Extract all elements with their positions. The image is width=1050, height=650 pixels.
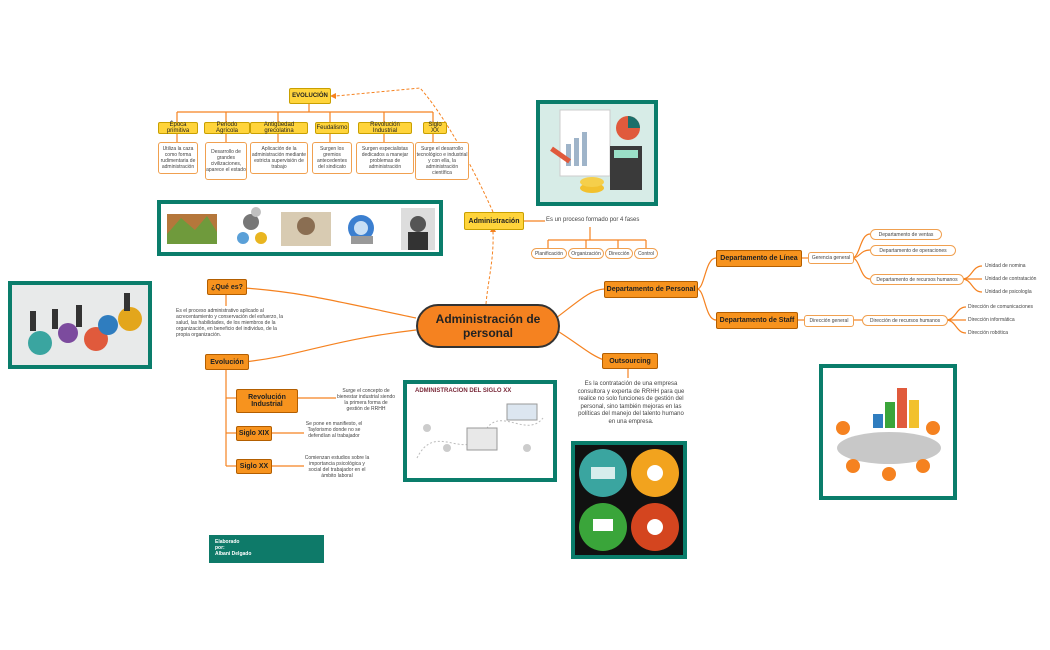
phase-label: Organización <box>571 250 601 257</box>
departamento-linea-label: Departamento de Línea <box>720 255 798 262</box>
linea-item[interactable]: Departamento de ventas <box>870 229 942 240</box>
meeting-illustration <box>819 364 957 500</box>
outsourcing-icons <box>579 449 679 551</box>
meeting-graphic <box>836 388 941 481</box>
evolucion-left-item-title: Siglo XIX <box>238 430 270 437</box>
history-illustrations <box>167 207 435 250</box>
finance-illustration <box>536 100 658 206</box>
administracion-desc: Es un proceso formado por 4 fases <box>546 217 640 223</box>
phase-label: Dirección <box>608 250 630 257</box>
linea-item[interactable]: Departamento de recursos humanos <box>870 274 964 285</box>
evolucion-left-node[interactable]: Evolución <box>205 354 249 370</box>
linea-item-label: Departamento de recursos humanos <box>876 276 958 283</box>
evolucion-item-text: Aplicación de la administración mediante… <box>250 142 308 174</box>
rrhh-unit: Unidad de contratación <box>985 276 1037 282</box>
evolucion-item-title[interactable]: Feudalismo <box>315 122 349 134</box>
departamento-linea-node[interactable]: Departamento de Línea <box>716 250 802 267</box>
outsourcing-text: Es la contratación de una empresa consul… <box>577 381 685 425</box>
evolucion-item-text-content: Utiliza la caza como forma rudimentaria … <box>160 146 196 170</box>
evolucion-item-text: Surgen especialistas dedicados a manejar… <box>356 142 414 174</box>
evolucion-item-title[interactable]: Época primitiva <box>158 122 198 134</box>
evolucion-left-item[interactable]: Siglo XX <box>236 459 272 474</box>
evolucion-item-title[interactable]: Antigüedad grecolatina <box>250 122 308 134</box>
evolucion-left-item-title: Siglo XX <box>239 463 269 470</box>
que-es-label: ¿Qué es? <box>211 283 243 291</box>
evolucion-item-title-text: Feudalismo <box>316 125 348 131</box>
evolucion-item-text-content: Surge el desarrollo tecnológico e indust… <box>416 146 468 176</box>
rrhh-unit: Unidad de nomina <box>985 263 1026 269</box>
direccion-general-node[interactable]: Dirección general <box>804 315 854 327</box>
central-topic[interactable]: Administración de personal <box>416 304 560 348</box>
evolucion-item-text: Surge el desarrollo tecnológico e indust… <box>415 142 469 180</box>
departamento-staff-label: Departamento de Staff <box>719 317 795 324</box>
evolucion-item-title-text: Revolución Industrial <box>370 122 400 134</box>
credit-line: por: <box>215 545 225 551</box>
evolucion-left-label: Evolución <box>210 358 244 366</box>
staff-item: Dirección de comunicaciones <box>968 304 1034 310</box>
evolucion-item-title-text: Periodo Agrícola <box>215 122 238 134</box>
linea-item-label: Departamento de ventas <box>878 231 934 238</box>
evolucion-left-item-title: Revolución Industrial <box>248 394 286 408</box>
author-credit: Elaborado por: Albani Delgado <box>209 535 324 563</box>
evolucion-top-label: EVOLUCIÓN <box>292 93 328 99</box>
siglo-xx-image-title: ADMINISTRACION DEL SIGLO XX <box>415 388 512 394</box>
direccion-general-label: Dirección general <box>809 318 849 324</box>
phase-item[interactable]: Control <box>634 248 658 259</box>
phase-item[interactable]: Dirección <box>605 248 633 259</box>
direccion-rrhh-node[interactable]: Dirección de recursos humanos <box>862 315 948 326</box>
departamento-personal-node[interactable]: Departamento de Personal <box>604 281 698 298</box>
departamento-staff-node[interactable]: Departamento de Staff <box>716 312 798 329</box>
evolucion-item-title[interactable]: Periodo Agrícola <box>204 122 250 134</box>
credit-author: Albani Delgado <box>215 551 252 557</box>
gerencia-general-label: Gerencia general <box>811 255 851 261</box>
outsourcing-node[interactable]: Outsourcing <box>602 353 658 369</box>
linea-item[interactable]: Departamento de operaciones <box>870 245 956 256</box>
outsourcing-icons-image <box>571 441 687 559</box>
presentation-graphic <box>416 403 544 459</box>
evolucion-item-title[interactable]: Revolución Industrial <box>358 122 412 134</box>
evolucion-item-text: Utiliza la caza como forma rudimentaria … <box>158 142 198 174</box>
siglo-xx-presentation-image: ADMINISTRACION DEL SIGLO XX <box>403 380 557 482</box>
evolucion-item-text-content: Surgen especialistas dedicados a manejar… <box>361 146 409 170</box>
direccion-rrhh-label: Dirección de recursos humanos <box>869 317 941 324</box>
gears-graphic <box>28 293 142 355</box>
evolucion-item-text-content: Surgen los gremios antecedentes del sind… <box>316 146 348 170</box>
finance-graphic <box>550 109 642 193</box>
central-topic-label: Administración de personal <box>435 312 541 340</box>
evolucion-left-text: Comienzan estudios sobre la importancia … <box>304 455 370 479</box>
evolucion-item-title[interactable]: Siglo XX <box>423 122 447 134</box>
evolucion-left-text: Se pone en manifiesto, el Taylorismo don… <box>305 421 363 439</box>
gerencia-general-node[interactable]: Gerencia general <box>808 252 854 264</box>
evolucion-item-text-content: Aplicación de la administración mediante… <box>251 146 307 170</box>
administracion-label: Administración <box>468 217 520 225</box>
history-image-strip <box>157 200 443 256</box>
administracion-node[interactable]: Administración <box>464 212 524 230</box>
evolucion-left-item[interactable]: Siglo XIX <box>236 426 272 441</box>
linea-item-label: Departamento de operaciones <box>879 247 947 254</box>
evolucion-item-text-content: Desarrollo de grandes civilizaciones, ap… <box>206 149 246 173</box>
evolucion-left-text: Surge el concepto de bienestar industria… <box>336 388 396 412</box>
evolucion-item-text: Surgen los gremios antecedentes del sind… <box>312 142 352 174</box>
credit-line: Elaborado <box>215 539 240 545</box>
phase-item[interactable]: Organización <box>568 248 604 259</box>
evolucion-left-item[interactable]: Revolución Industrial <box>236 389 298 413</box>
evolucion-item-text: Desarrollo de grandes civilizaciones, ap… <box>205 142 247 180</box>
staff-item: Dirección robótica <box>968 330 1009 336</box>
rrhh-unit: Unidad de psicología <box>985 289 1032 295</box>
evolucion-item-title-text: Época primitiva <box>166 122 190 134</box>
que-es-text: Es el proceso administrativo aplicado al… <box>176 308 284 338</box>
evolucion-top-node[interactable]: EVOLUCIÓN <box>289 88 331 104</box>
departamento-personal-label: Departamento de Personal <box>606 286 696 293</box>
phase-label: Planificación <box>534 250 564 257</box>
que-es-node[interactable]: ¿Qué es? <box>207 279 247 295</box>
phase-item[interactable]: Planificación <box>531 248 567 259</box>
staff-item: Dirección informática <box>968 317 1015 323</box>
evolucion-item-title-text: Siglo XX <box>428 122 442 134</box>
outsourcing-label: Outsourcing <box>609 357 651 365</box>
evolucion-item-title-text: Antigüedad grecolatina <box>263 122 295 134</box>
phase-label: Control <box>637 250 655 257</box>
teamwork-gears-illustration <box>8 281 152 369</box>
